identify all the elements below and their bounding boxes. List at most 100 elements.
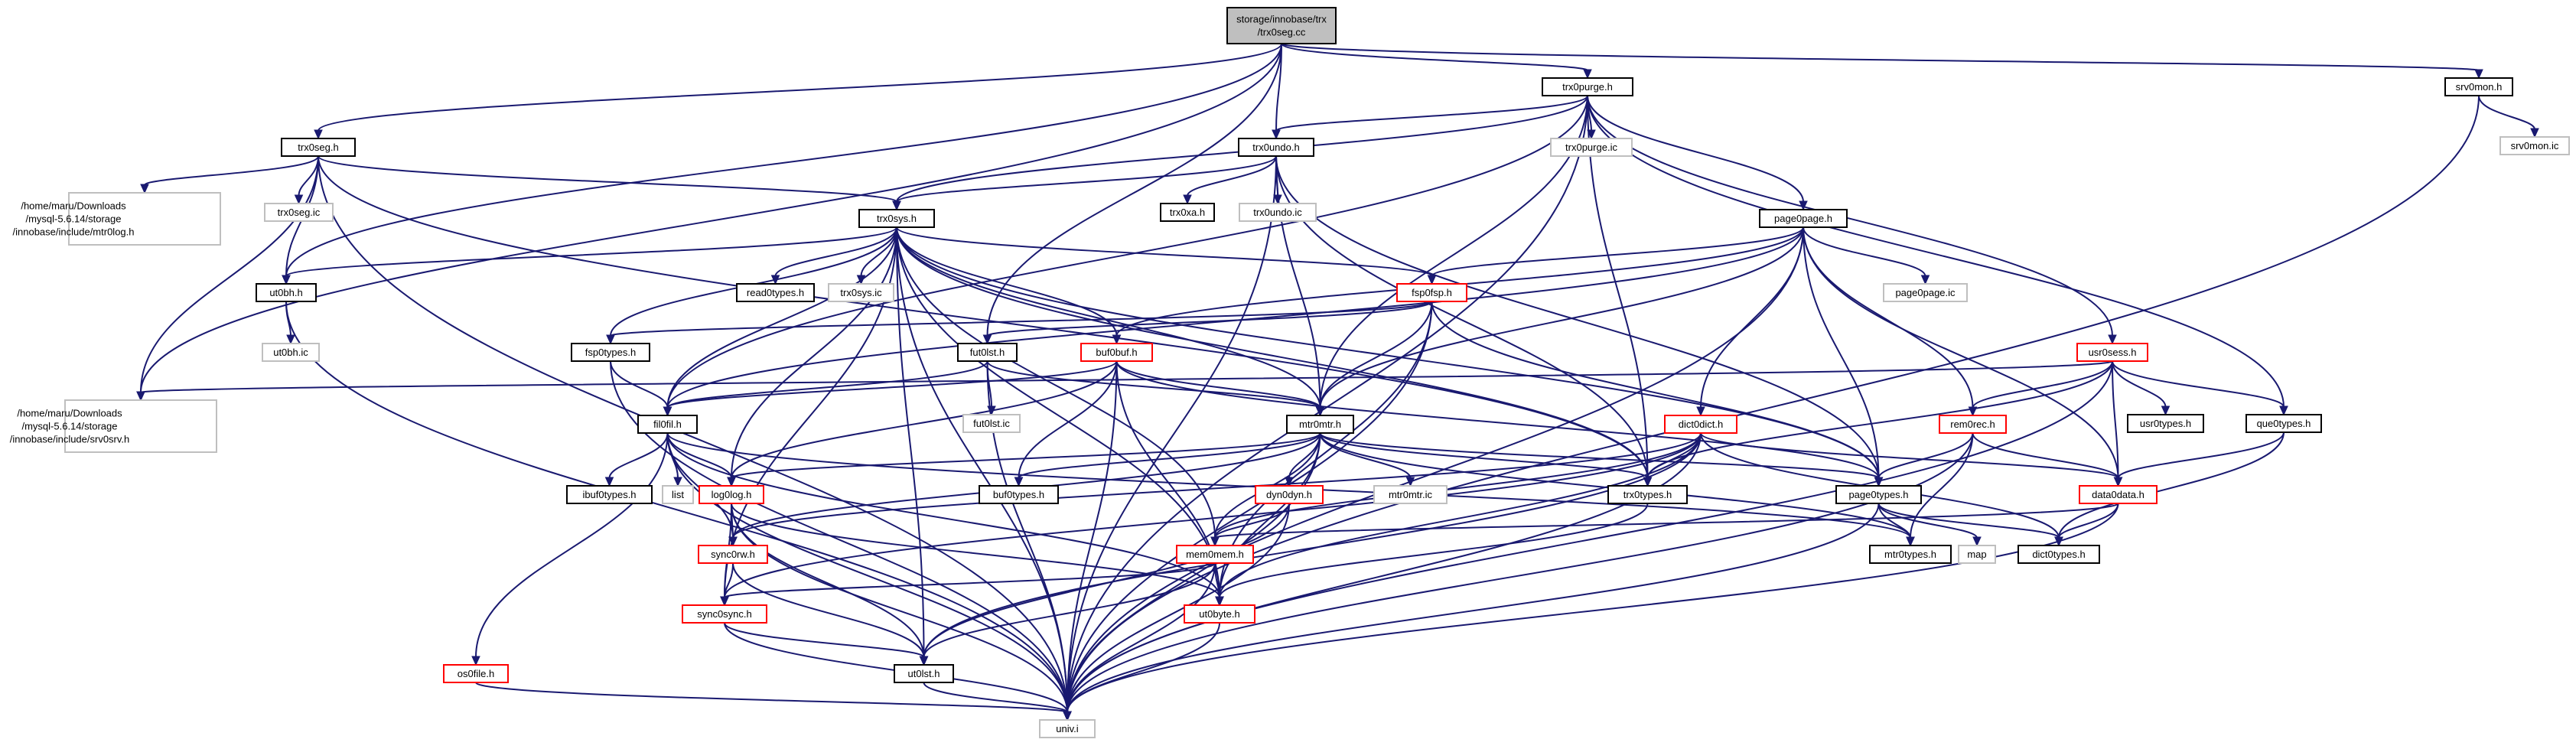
node-root[interactable]: storage/innobase/trx/trx0seg.cc	[1226, 7, 1337, 44]
node-label: data0data.h	[2092, 489, 2144, 500]
node-box	[2444, 77, 2513, 96]
node-dyn0dyn-h[interactable]: dyn0dyn.h	[1255, 485, 1324, 504]
node-usr0types-h[interactable]: usr0types.h	[2127, 414, 2204, 433]
edge-arrowhead	[2474, 69, 2483, 80]
edge-line	[666, 360, 1118, 409]
node-box	[2076, 343, 2148, 362]
node-srv0mon-h[interactable]: srv0mon.h	[2444, 77, 2513, 96]
edge-line	[1115, 360, 1321, 409]
node-box	[443, 664, 509, 683]
node-fut0lst-h[interactable]: fut0lst.h	[957, 343, 1018, 362]
node-mtr0mtr-h[interactable]: mtr0mtr.h	[1286, 415, 1354, 434]
edge-arrowhead	[1920, 275, 1930, 285]
edge-line	[2058, 503, 2119, 539]
edge-arrowhead	[2161, 405, 2171, 416]
node-page0types-h[interactable]: page0types.h	[1835, 485, 1922, 504]
node-label: trx0undo.h	[1252, 142, 1299, 153]
edge-line	[1877, 432, 1974, 479]
edge-line	[1587, 95, 1649, 479]
edge-line	[986, 43, 1282, 337]
node-box	[571, 343, 650, 362]
node-trx0undo-h[interactable]: trx0undo.h	[1238, 138, 1314, 157]
node-sync0sync-h[interactable]: sync0sync.h	[682, 604, 767, 624]
node-box	[1255, 485, 1324, 504]
node-ut0byte-h[interactable]: ut0byte.h	[1184, 604, 1255, 624]
node-trx0seg-h[interactable]: trx0seg.h	[281, 138, 356, 157]
node-mem0mem-h[interactable]: mem0mem.h	[1176, 545, 1254, 564]
edge-line	[1431, 301, 1880, 479]
node-trx0types-h[interactable]: trx0types.h	[1607, 485, 1688, 504]
edge-arrowhead	[1972, 536, 1982, 547]
node-trx0purge-h[interactable]: trx0purge.h	[1542, 77, 1633, 96]
node-label: trx0types.h	[1623, 489, 1672, 500]
node-label: /trx0seg.cc	[1258, 26, 1306, 37]
edge-fil0fil_h-to-os0file_h	[471, 432, 669, 666]
edge-line	[1972, 432, 2119, 479]
node-data0data-h[interactable]: data0data.h	[2079, 485, 2158, 504]
edge-arrowhead	[982, 334, 992, 345]
edge-arrowhead	[2108, 334, 2117, 345]
node-label: os0file.h	[458, 668, 494, 679]
node-box	[1958, 545, 1996, 564]
node-page0page-h[interactable]: page0page.h	[1759, 209, 1848, 228]
node-trx0xa-h[interactable]: trx0xa.h	[1160, 203, 1215, 222]
node-dict0dict-h[interactable]: dict0dict.h	[1664, 415, 1737, 434]
node-box	[2079, 485, 2158, 504]
node-os0file-h[interactable]: os0file.h	[443, 664, 509, 683]
node-dict0types-h[interactable]: dict0types.h	[2017, 545, 2100, 564]
edge-line	[1803, 226, 1880, 479]
edge-line	[610, 360, 669, 409]
edge-arrowhead	[1014, 477, 1024, 487]
edge-line	[318, 43, 1282, 132]
edge-line	[923, 562, 1216, 658]
node-box	[68, 192, 221, 246]
node-fil0fil-h[interactable]: fil0fil.h	[637, 415, 698, 434]
node-label: dyn0dyn.h	[1266, 489, 1312, 500]
node-rem0rec-h[interactable]: rem0rec.h	[1939, 415, 2007, 434]
node-que0types-h[interactable]: que0types.h	[2245, 414, 2322, 433]
node-label: map	[1967, 549, 1986, 560]
edge-arrowhead	[1405, 477, 1415, 487]
edge-line	[1319, 301, 1433, 409]
edge-arrowhead	[1183, 194, 1192, 205]
edge-arrowhead	[673, 477, 682, 487]
edge-page0page_h-to-page0page_ic	[1803, 226, 1930, 285]
node-box	[281, 138, 356, 157]
node-ut0lst-h[interactable]: ut0lst.h	[894, 664, 954, 683]
edge-line	[1067, 503, 1290, 713]
node-trx0sys-h[interactable]: trx0sys.h	[858, 209, 935, 228]
node-box	[264, 203, 334, 222]
node-label: ut0bh.h	[269, 287, 302, 298]
edge-line	[2478, 95, 2535, 130]
node-label: fil0fil.h	[653, 418, 682, 430]
node-label: mem0mem.h	[1186, 549, 1244, 560]
edge-line	[923, 682, 1068, 713]
node-ibuf0types-h[interactable]: ibuf0types.h	[566, 485, 653, 504]
node-usr0sess-h[interactable]: usr0sess.h	[2076, 343, 2148, 362]
node-fsp0types-h[interactable]: fsp0types.h	[571, 343, 650, 362]
node-label: fsp0types.h	[585, 347, 637, 358]
node-log0log-h[interactable]: log0log.h	[699, 485, 764, 504]
node-box	[256, 283, 317, 302]
edge-line	[1275, 155, 1321, 409]
node-buf0buf-h[interactable]: buf0buf.h	[1080, 343, 1153, 362]
edge-arrowhead	[294, 194, 304, 205]
edge-line	[923, 503, 1290, 658]
edge-line	[1319, 432, 1880, 479]
edge-line	[732, 562, 925, 658]
node-sync0rw-h[interactable]: sync0rw.h	[698, 545, 768, 564]
node-mtr0types-h[interactable]: mtr0types.h	[1869, 545, 1952, 564]
node-box	[1176, 545, 1254, 564]
edge-arrowhead	[1427, 275, 1437, 285]
edge-buf0buf_h-to-fil0fil_h	[663, 360, 1118, 417]
edge-line	[666, 360, 988, 409]
node-read0types-h[interactable]: read0types.h	[736, 283, 815, 302]
edge-arrowhead	[2113, 477, 2123, 487]
edge-line	[140, 155, 319, 393]
node-box	[1039, 719, 1096, 738]
node-fsp0fsp-h[interactable]: fsp0fsp.h	[1396, 283, 1467, 302]
node-label: ibuf0types.h	[582, 489, 636, 500]
node-ut0bh-h[interactable]: ut0bh.h	[256, 283, 317, 302]
edge-line	[666, 432, 1068, 713]
node-buf0types-h[interactable]: buf0types.h	[979, 485, 1059, 504]
